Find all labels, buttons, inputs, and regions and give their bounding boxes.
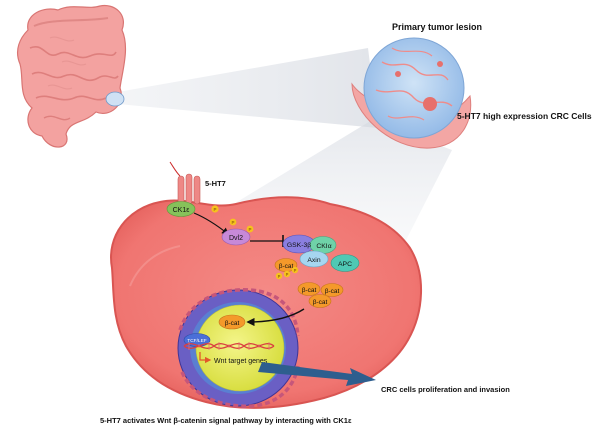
- arrow-bcat-to-nucleus: [246, 308, 305, 327]
- transcription-arrow: [199, 352, 212, 364]
- primary-tumor-label: Primary tumor lesion: [392, 22, 482, 32]
- dvl2-label: Dvl2: [229, 235, 243, 242]
- tumor-lesion: [351, 37, 472, 149]
- bcat-nuclear: β-cat: [218, 314, 246, 330]
- ck1e-label: CK1ε: [173, 207, 190, 214]
- svg-text:P: P: [294, 268, 297, 273]
- outcome-label: CRC cells proliferation and invasion: [381, 385, 510, 394]
- svg-text:P: P: [278, 274, 281, 279]
- receptor-label: 5-HT7: [205, 179, 226, 188]
- bcat-free-1: β-cat: [302, 287, 317, 294]
- outcome-arrow: [258, 362, 376, 386]
- bcat-phosphorylated: β-cat P P P: [274, 258, 299, 280]
- bcat-cyto-label: β-cat: [279, 263, 294, 270]
- bcat-free-3: β-cat: [313, 299, 328, 306]
- apc-label: APC: [338, 261, 352, 268]
- phospho-dvl2-2: P: [246, 225, 254, 233]
- ck1e-node: CK1ε: [166, 201, 196, 217]
- bcat-free-cluster: β-cat β-cat β-cat: [297, 282, 344, 308]
- wnt-target-genes-label: Wnt target genes: [214, 358, 268, 365]
- ht7-receptor: [169, 161, 201, 205]
- axin-label: Axin: [307, 257, 320, 264]
- phospho-dvl2-1: P: [229, 218, 237, 226]
- large-intestine: [16, 4, 127, 148]
- zoom-beam-intestine-to-tumor: [118, 48, 378, 128]
- bcat-free-2: β-cat: [325, 288, 340, 295]
- tcf-lef-label: TCF/LEF: [187, 338, 207, 344]
- ck1a-label: CKIα: [316, 243, 331, 250]
- caption: 5-HT7 activates Wnt β-catenin signal pat…: [100, 416, 352, 425]
- svg-text:P: P: [248, 227, 251, 232]
- svg-text:P: P: [213, 207, 216, 212]
- gsk3b-label: GSK-3β: [287, 242, 311, 249]
- dvl2-node: Dvl2: [221, 228, 251, 246]
- svg-text:P: P: [231, 220, 234, 225]
- dna-helix: [183, 342, 275, 350]
- svg-text:P: P: [286, 272, 289, 277]
- high-expression-label: 5-HT7 high expression CRC Cells: [457, 111, 592, 121]
- destruction-complex: GSK-3β CKIα Axin APC: [282, 234, 360, 272]
- tumor-site-marker: [105, 91, 125, 107]
- phospho-ck1e: P: [211, 205, 219, 213]
- bcat-nuclear-label: β-cat: [225, 320, 240, 327]
